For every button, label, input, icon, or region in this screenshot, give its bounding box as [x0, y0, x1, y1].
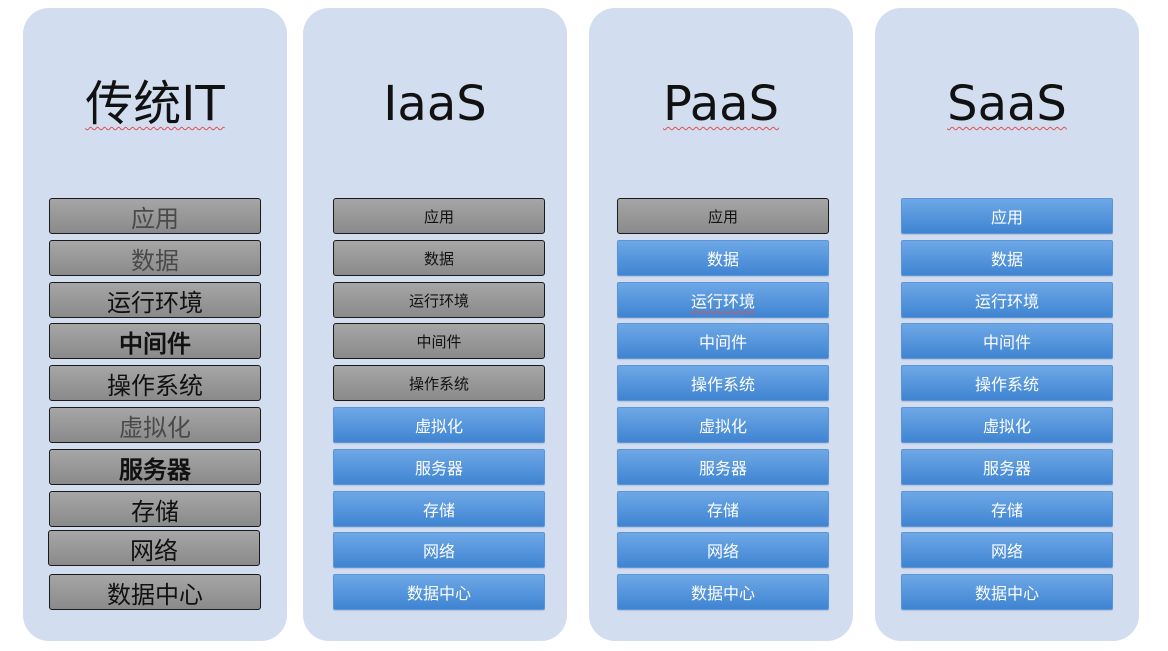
layer-stack: 应用 数据 运行环境 中间件 操作系统 虚拟化 服务器 存储 网络 数据中心: [589, 8, 853, 641]
layer-storage: 存储: [617, 491, 829, 527]
layer-os: 操作系统: [617, 365, 829, 401]
layer-stack: 应用 数据 运行环境 中间件 操作系统 虚拟化 服务器 存储 网络 数据中心: [303, 8, 567, 641]
layer-middleware: 中间件: [617, 323, 829, 359]
layer-datacenter: 数据中心: [617, 574, 829, 610]
layer-datacenter: 数据中心: [901, 574, 1113, 610]
layer-application: 应用: [49, 198, 261, 234]
layer-network: 网络: [333, 532, 545, 568]
layer-application: 应用: [333, 198, 545, 234]
layer-virtualization: 虚拟化: [49, 407, 261, 443]
layer-runtime: 运行环境: [49, 282, 261, 318]
layer-runtime: 运行环境: [333, 282, 545, 318]
layer-middleware: 中间件: [901, 323, 1113, 359]
layer-stack: 应用 数据 运行环境 中间件 操作系统 虚拟化 服务器 存储 网络 数据中心: [23, 8, 287, 641]
layer-runtime-label: 运行环境: [690, 292, 755, 311]
layer-servers: 服务器: [901, 449, 1113, 485]
layer-runtime: 运行环境: [901, 282, 1113, 318]
layer-runtime: 运行环境: [617, 282, 829, 318]
layer-application: 应用: [901, 198, 1113, 234]
layer-data: 数据: [49, 240, 261, 276]
column-paas: PaaS 应用 数据 运行环境 中间件 操作系统 虚拟化 服务器 存储 网络 数…: [589, 8, 853, 641]
layer-storage: 存储: [49, 491, 261, 527]
layer-servers: 服务器: [617, 449, 829, 485]
layer-storage: 存储: [901, 491, 1113, 527]
layer-servers: 服务器: [49, 449, 261, 485]
column-saas: SaaS 应用 数据 运行环境 中间件 操作系统 虚拟化 服务器 存储 网络 数…: [875, 8, 1139, 641]
layer-middleware: 中间件: [49, 323, 261, 359]
layer-application: 应用: [617, 198, 829, 234]
column-iaas: IaaS 应用 数据 运行环境 中间件 操作系统 虚拟化 服务器 存储 网络 数…: [303, 8, 567, 641]
layer-stack: 应用 数据 运行环境 中间件 操作系统 虚拟化 服务器 存储 网络 数据中心: [875, 8, 1139, 641]
layer-network: 网络: [48, 530, 260, 566]
layer-datacenter: 数据中心: [333, 574, 545, 610]
layer-virtualization: 虚拟化: [901, 407, 1113, 443]
column-title: IaaS: [383, 76, 487, 132]
layer-data: 数据: [617, 240, 829, 276]
layer-os: 操作系统: [901, 365, 1113, 401]
layer-data: 数据: [333, 240, 545, 276]
layer-data: 数据: [901, 240, 1113, 276]
column-traditional-it: 传统IT 应用 数据 运行环境 中间件 操作系统 虚拟化 服务器 存储 网络 数…: [23, 8, 287, 641]
layer-network: 网络: [901, 532, 1113, 568]
layer-virtualization: 虚拟化: [617, 407, 829, 443]
layer-os: 操作系统: [49, 365, 261, 401]
layer-network: 网络: [617, 532, 829, 568]
column-title: 传统IT: [85, 76, 225, 132]
column-title: PaaS: [662, 76, 780, 132]
layer-os: 操作系统: [333, 365, 545, 401]
column-title: SaaS: [947, 76, 1067, 132]
layer-storage: 存储: [333, 491, 545, 527]
layer-virtualization: 虚拟化: [333, 407, 545, 443]
layer-middleware: 中间件: [333, 323, 545, 359]
layer-servers: 服务器: [333, 449, 545, 485]
layer-datacenter: 数据中心: [49, 574, 261, 610]
